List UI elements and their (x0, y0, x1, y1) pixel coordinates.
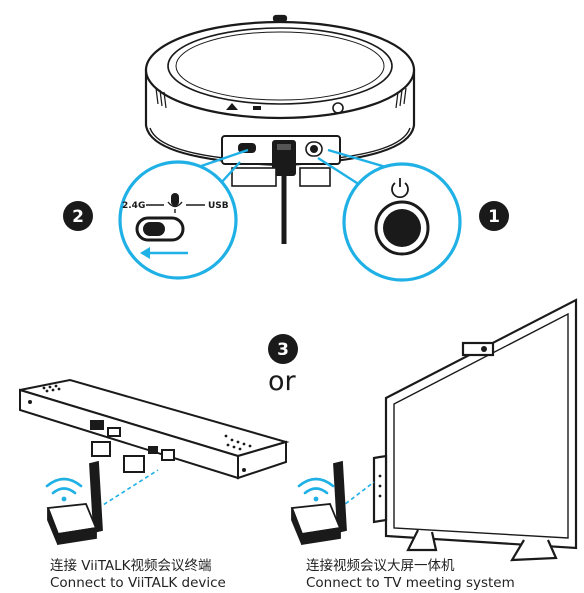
caption-left-en: Connect to ViiTALK device (50, 575, 226, 591)
power-zoom-circle (342, 162, 462, 282)
wifi-icon (297, 477, 335, 502)
tv-display (372, 298, 578, 562)
or-label: or (268, 366, 296, 397)
svg-text:3: 3 (277, 340, 289, 360)
microphone-icon (167, 193, 183, 213)
switch-label-left: 2.4G (122, 201, 145, 211)
wireless-dongle-right (290, 460, 347, 546)
link-dashed-left (91, 469, 159, 513)
caption-left-cn: 连接 ViiTALK视频会议终端 (50, 558, 212, 574)
wifi-icon (45, 477, 83, 502)
power-icon (391, 178, 409, 199)
viitalk-device (19, 378, 290, 480)
switch-label-right: USB (208, 201, 229, 211)
step-badge-2: 2 (63, 201, 93, 231)
svg-text:2: 2 (72, 207, 84, 227)
caption-right-en: Connect to TV meeting system (306, 575, 515, 591)
link-dashed-right (339, 481, 375, 509)
caption-right-cn: 连接视频会议大屏一体机 (306, 558, 455, 574)
wireless-dongle-left (46, 460, 103, 546)
step-badge-1: 1 (479, 201, 509, 231)
step-badge-3: 3 (268, 334, 298, 364)
switch-zoom-circle: 2.4G USB (118, 160, 238, 280)
speakerphone (144, 14, 416, 187)
svg-text:1: 1 (488, 207, 500, 227)
